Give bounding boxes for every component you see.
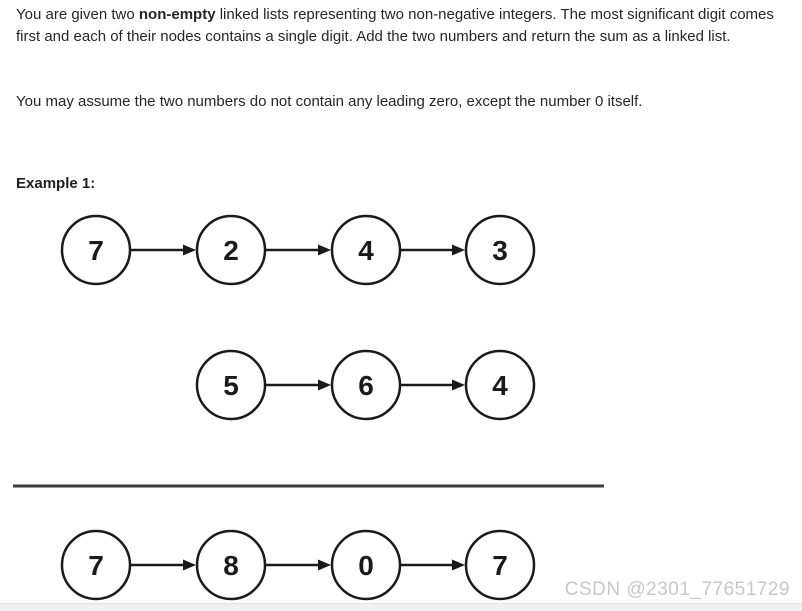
statement-text-after: linked lists representing two non-negati… — [16, 6, 774, 45]
arrowhead-icon — [318, 379, 331, 391]
arrowhead-icon — [452, 379, 465, 391]
list-node-circle — [464, 529, 536, 601]
list-node-circle — [60, 214, 132, 286]
list-node-value: 6 — [358, 370, 374, 401]
arrowhead-icon — [183, 559, 196, 571]
sum-separator-line — [13, 484, 604, 488]
list-node-circle — [464, 349, 536, 421]
problem-note: You may assume the two numbers do not co… — [16, 93, 643, 110]
bottom-strip — [0, 603, 802, 611]
arrowhead-icon — [452, 559, 465, 571]
list-node-circle — [60, 529, 132, 601]
statement-bold-text: non-empty — [138, 6, 216, 23]
list-node-circle — [195, 214, 267, 286]
example-label: Example 1: — [16, 175, 96, 192]
watermark: CSDN @2301_77651729 — [564, 579, 790, 600]
list-node-circle — [195, 349, 267, 421]
list-node-circle — [330, 214, 402, 286]
list-node-value: 3 — [492, 235, 508, 266]
list-node-value: 7 — [492, 550, 508, 581]
list-node-circle — [330, 529, 402, 601]
list-node-value: 4 — [358, 235, 374, 266]
list-node-value: 7 — [88, 235, 104, 266]
arrowhead-icon — [318, 244, 331, 256]
statement-text-before: You are given two — [16, 6, 139, 23]
list-node-circle — [464, 214, 536, 286]
list-node-circle — [330, 349, 402, 421]
list-node-value: 0 — [358, 550, 374, 581]
arrowhead-icon — [452, 244, 465, 256]
arrowhead-icon — [183, 244, 196, 256]
list-node-value: 7 — [88, 550, 104, 581]
list-node-value: 4 — [492, 370, 508, 401]
list-node-value: 2 — [223, 235, 239, 266]
problem-statement: You are given two non-empty linked lists… — [16, 4, 794, 48]
list-node-circle — [195, 529, 267, 601]
list-node-value: 5 — [223, 370, 239, 401]
list-node-value: 8 — [223, 550, 239, 581]
arrowhead-icon — [318, 559, 331, 571]
